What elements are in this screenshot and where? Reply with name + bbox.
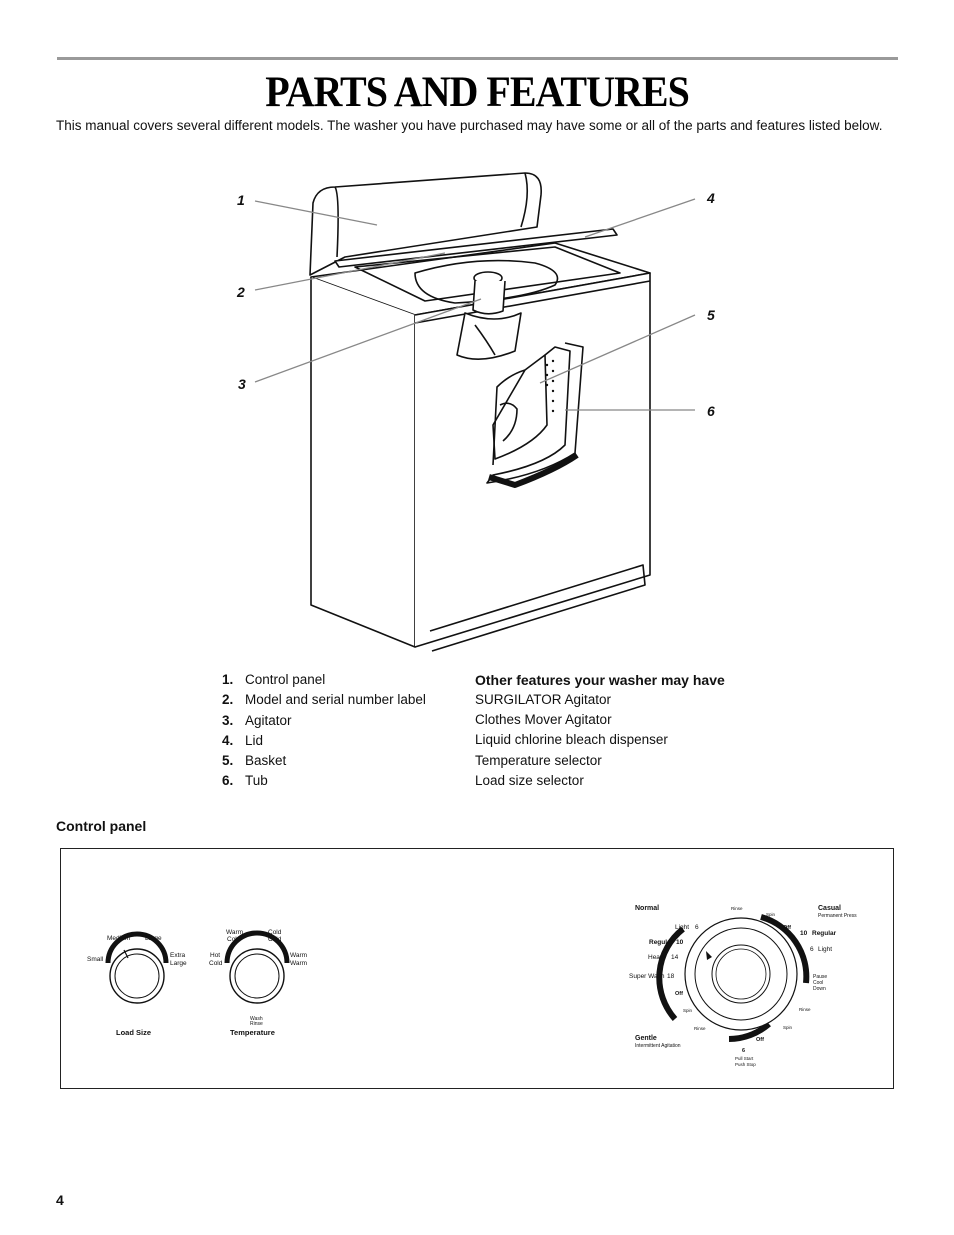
page-title: PARTS AND FEATURES bbox=[265, 67, 690, 116]
cycle-option: Light bbox=[818, 946, 832, 953]
cycle-option: Off bbox=[756, 1037, 764, 1043]
parts-list: 1. Control panel 2. Model and serial numbe… bbox=[222, 672, 462, 794]
washer-illustration bbox=[254, 172, 696, 652]
load-size-option: Large bbox=[145, 935, 162, 942]
cycle-group-label: Gentle bbox=[635, 1035, 657, 1042]
temperature-option: Warm bbox=[290, 952, 307, 959]
cycle-pull-push: Pull Start bbox=[735, 1056, 754, 1061]
temperature-knob[interactable] bbox=[224, 930, 290, 1004]
list-item: 5. Basket bbox=[222, 753, 462, 773]
intro-paragraph: This manual covers several different mod… bbox=[56, 118, 883, 133]
cycle-pull-push: Push Stop bbox=[735, 1062, 756, 1067]
list-item: 1. Control panel bbox=[222, 672, 462, 692]
cycle-option: 6 bbox=[810, 946, 814, 953]
item-number: 3. bbox=[222, 712, 234, 728]
cycle-option: Super Wash bbox=[629, 973, 665, 980]
cycle-option: Regular bbox=[649, 939, 674, 946]
callout-3: 3 bbox=[238, 376, 246, 392]
load-size-option: Medium bbox=[107, 935, 130, 942]
item-number: 1. bbox=[222, 672, 234, 687]
cycle-option: 6 bbox=[742, 1048, 745, 1054]
cycle-spin: Spin bbox=[783, 1025, 793, 1030]
other-features: Other features your washer may have SURG… bbox=[475, 672, 775, 793]
list-item: Liquid chlorine bleach dispenser bbox=[475, 732, 668, 748]
cycle-pause: Down bbox=[813, 986, 826, 992]
callout-6: 6 bbox=[707, 403, 715, 419]
cycle-group-label: Casual bbox=[818, 905, 841, 912]
list-item: SURGILATOR Agitator bbox=[475, 692, 612, 707]
cycle-option: 6 bbox=[695, 924, 699, 931]
list-item: 2. Model and serial number label bbox=[222, 692, 462, 712]
cycle-rinse: Rinse bbox=[731, 906, 743, 911]
cycle-spin: Spin bbox=[683, 1008, 693, 1013]
load-size-option: Small bbox=[87, 956, 104, 963]
list-item: Clothes Mover Agitator bbox=[475, 712, 612, 728]
cycle-group-sub: Permanent Press bbox=[818, 913, 857, 919]
item-label: Lid bbox=[245, 732, 264, 748]
temperature-option: Cold bbox=[268, 936, 282, 943]
list-item: 3. Agitator bbox=[222, 713, 462, 733]
callout-1: 1 bbox=[237, 192, 245, 208]
cycle-option: 18 bbox=[667, 973, 675, 980]
list-item: Temperature selector bbox=[475, 752, 602, 768]
item-number: 2. bbox=[222, 692, 234, 708]
cycle-spin: Spin bbox=[766, 912, 776, 917]
callout-2: 2 bbox=[237, 284, 245, 300]
item-label: Control panel bbox=[245, 672, 326, 687]
item-label: Tub bbox=[245, 773, 268, 789]
cycle-group-label: Normal bbox=[635, 905, 659, 912]
cycle-option: Regular bbox=[812, 930, 837, 937]
temperature-option: Cold bbox=[227, 936, 241, 943]
other-features-heading: Other features your washer may have bbox=[475, 672, 725, 688]
cycle-option: Heavy bbox=[648, 954, 667, 961]
cycle-rinse: Rinse bbox=[694, 1026, 706, 1031]
temperature-option: Cold bbox=[268, 929, 282, 936]
item-number: 5. bbox=[222, 753, 234, 769]
list-item: 4. Lid bbox=[222, 733, 462, 753]
callout-5: 5 bbox=[707, 307, 715, 323]
item-label: Agitator bbox=[245, 712, 292, 728]
temperature-option: Warm bbox=[290, 960, 307, 967]
control-panel-heading: Control panel bbox=[56, 818, 147, 834]
load-size-option: Large bbox=[170, 960, 187, 967]
temperature-sub: Wash bbox=[250, 1016, 263, 1022]
load-size-title: Load Size bbox=[116, 1028, 151, 1037]
cycle-pause: Cool bbox=[813, 980, 823, 986]
temperature-option: Hot bbox=[210, 952, 220, 959]
cycle-pause: Pause bbox=[813, 974, 827, 980]
cycle-option: Off bbox=[675, 991, 683, 997]
temperature-option: Warm bbox=[226, 929, 243, 936]
load-size-option: Extra bbox=[170, 952, 186, 959]
cycle-dial[interactable] bbox=[656, 914, 810, 1042]
temperature-sub: Rinse bbox=[250, 1021, 263, 1027]
item-number: 4. bbox=[222, 732, 234, 748]
cycle-group-sub: Intermittent Agitation bbox=[635, 1043, 681, 1049]
cycle-rinse: Rinse bbox=[799, 1007, 811, 1012]
temperature-title: Temperature bbox=[230, 1028, 275, 1037]
top-rule bbox=[57, 57, 898, 60]
load-size-knob[interactable] bbox=[105, 931, 169, 1004]
cycle-option: 10 bbox=[800, 930, 808, 937]
cycle-option: 14 bbox=[671, 954, 679, 961]
callout-4: 4 bbox=[707, 190, 715, 206]
item-label: Model and serial number label bbox=[245, 692, 426, 708]
cycle-option: Off bbox=[783, 925, 791, 931]
cycle-option: Light bbox=[675, 924, 689, 931]
control-panel-diagram: Small Medium Large Extra Large Load Size… bbox=[60, 848, 894, 1089]
page-number: 4 bbox=[56, 1192, 64, 1208]
cycle-option: 10 bbox=[676, 939, 684, 946]
list-item: Load size selector bbox=[475, 772, 584, 788]
item-label: Basket bbox=[245, 753, 287, 769]
item-number: 6. bbox=[222, 773, 234, 789]
temperature-option: Cold bbox=[209, 960, 223, 967]
list-item: 6. Tub bbox=[222, 773, 462, 793]
